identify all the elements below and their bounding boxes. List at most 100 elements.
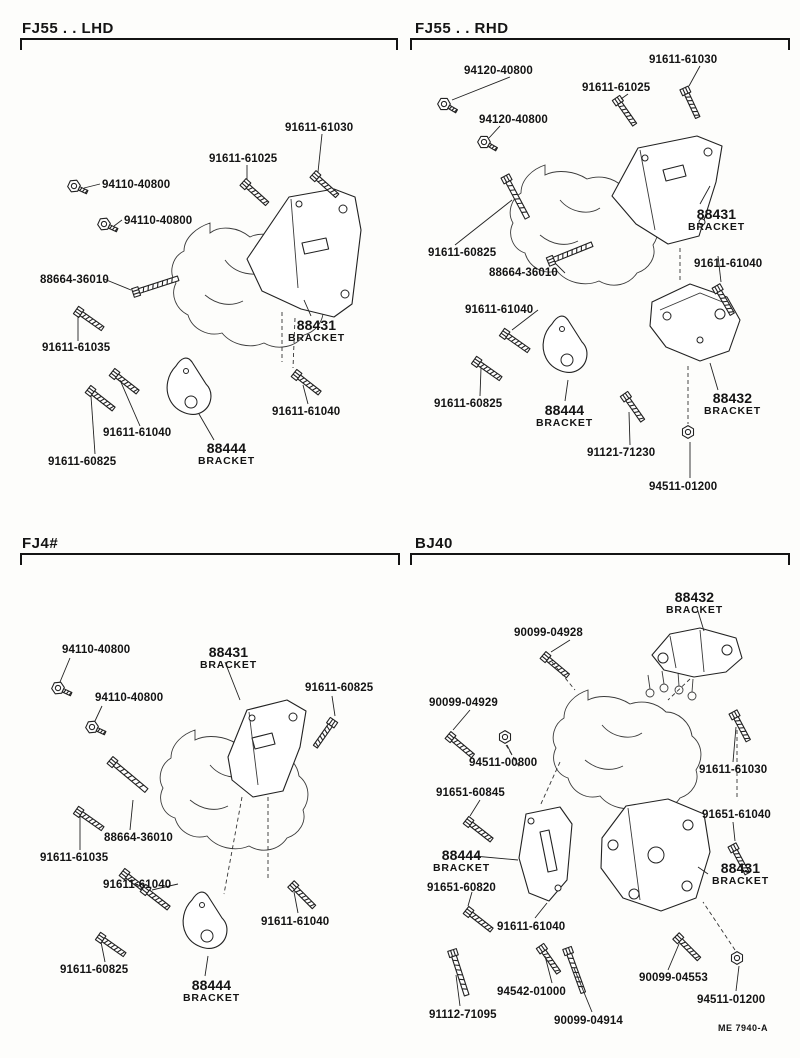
part-number-label: 91611-61030 bbox=[699, 764, 768, 776]
part-number-label: 88444 BRACKET bbox=[433, 848, 490, 874]
section-title-fj4: FJ4# bbox=[22, 535, 59, 552]
part-number-label: 91611-61030 bbox=[649, 54, 718, 66]
bolt-icon bbox=[84, 384, 117, 414]
part-number-label: 88432 BRACKET bbox=[704, 391, 761, 417]
engine-outline bbox=[552, 689, 702, 811]
bj40-drawing bbox=[444, 607, 753, 1013]
leader-lines bbox=[451, 65, 722, 478]
part-number-label: 91611-61040 bbox=[465, 304, 534, 316]
bolt-icon bbox=[290, 368, 323, 398]
section-rule bbox=[410, 38, 790, 52]
bolt-icon bbox=[83, 718, 109, 740]
part-number-label: 91651-60845 bbox=[436, 787, 505, 799]
part-number-label: 91611-60825 bbox=[60, 964, 129, 976]
bolt-icon bbox=[535, 942, 563, 976]
part-number-label: 91611-60825 bbox=[428, 247, 497, 259]
page-code: ME 7940-A bbox=[718, 1023, 769, 1033]
leader-lines bbox=[77, 133, 323, 455]
part-number-label: 91611-60825 bbox=[434, 398, 503, 410]
bracket-88432-shape bbox=[649, 283, 741, 362]
part-number: 88444 bbox=[191, 977, 232, 993]
part-number: 88431 bbox=[696, 206, 737, 222]
bolt-icon bbox=[106, 756, 150, 795]
leader-lines bbox=[452, 607, 740, 1013]
bolt-icon bbox=[131, 273, 181, 298]
bolt-icon bbox=[539, 651, 572, 680]
part-number: 88431 bbox=[208, 644, 249, 660]
part-number: 88431 bbox=[720, 860, 761, 876]
leader-lines bbox=[59, 657, 336, 977]
bolt-icon bbox=[498, 327, 532, 355]
bolt-icon bbox=[287, 880, 318, 911]
fj55-rhd-drawing bbox=[435, 65, 741, 478]
fj4-drawing bbox=[49, 657, 339, 977]
bolt-icon bbox=[444, 731, 477, 760]
bolt-icon bbox=[72, 805, 106, 833]
bolt-icon bbox=[679, 85, 703, 120]
part-caption: BRACKET bbox=[536, 416, 593, 429]
part-number-label: 91611-61040 bbox=[103, 427, 172, 439]
part-number-label: 94511-00800 bbox=[469, 757, 538, 769]
part-number: 88431 bbox=[296, 317, 337, 333]
part-number-label: 94511-01200 bbox=[697, 994, 766, 1006]
valve-gear-detail bbox=[645, 670, 697, 701]
fj55-lhd-drawing bbox=[65, 133, 362, 455]
part-number-label: 88432 BRACKET bbox=[666, 590, 723, 616]
part-number-label: 91611-61040 bbox=[103, 879, 172, 891]
bracket-88444-shape bbox=[166, 357, 212, 415]
part-number-label: 94110-40800 bbox=[95, 692, 164, 704]
part-number-label: 91121-71230 bbox=[587, 447, 656, 459]
section-rule bbox=[410, 553, 790, 567]
part-number: 88444 bbox=[544, 402, 585, 418]
part-number-label: 94110-40800 bbox=[124, 215, 193, 227]
part-number-label: 91112-71095 bbox=[429, 1009, 497, 1021]
bolt-icon bbox=[65, 177, 91, 199]
bolt-icon bbox=[728, 709, 753, 744]
section-rule bbox=[20, 38, 398, 52]
part-number-label: 91651-61040 bbox=[702, 809, 771, 821]
part-number-label: 88431 BRACKET bbox=[288, 318, 345, 344]
part-caption: BRACKET bbox=[688, 220, 745, 233]
part-number-label: 91611-61025 bbox=[582, 82, 651, 94]
bracket-88432-shape bbox=[651, 627, 743, 678]
bolt-icon bbox=[94, 931, 128, 959]
nut-icon bbox=[498, 730, 512, 744]
section-rule bbox=[20, 553, 400, 567]
bolt-icon bbox=[470, 355, 504, 383]
part-number-label: 88431 BRACKET bbox=[712, 861, 769, 887]
part-number-label: 88444 BRACKET bbox=[536, 403, 593, 429]
part-number-label: 91651-60820 bbox=[427, 882, 496, 894]
bolt-icon bbox=[462, 905, 495, 935]
part-number-label: 91611-60825 bbox=[48, 456, 117, 468]
part-number-label: 91611-61025 bbox=[209, 153, 278, 165]
part-number-label: 88444 BRACKET bbox=[183, 978, 240, 1004]
part-number-label: 94511-01200 bbox=[649, 481, 718, 493]
bolt-icon bbox=[475, 133, 501, 156]
part-caption: BRACKET bbox=[198, 454, 255, 467]
bolt-icon bbox=[311, 716, 339, 750]
bolt-icon bbox=[435, 95, 461, 118]
part-number-label: 91611-61040 bbox=[497, 921, 566, 933]
bracket-88431-shape bbox=[227, 699, 307, 798]
part-caption: BRACKET bbox=[288, 331, 345, 344]
part-number-label: 94542-01000 bbox=[497, 986, 566, 998]
part-number-label: 88431 BRACKET bbox=[688, 207, 745, 233]
part-caption: BRACKET bbox=[183, 991, 240, 1004]
part-number-label: 91611-61040 bbox=[261, 916, 330, 928]
part-number-label: 94110-40800 bbox=[62, 644, 131, 656]
nut-icon bbox=[730, 951, 744, 965]
engine-outline bbox=[509, 164, 659, 286]
part-number-label: 88431 BRACKET bbox=[200, 645, 257, 671]
part-number-label: 94110-40800 bbox=[102, 179, 171, 191]
part-number-label: 91611-61035 bbox=[42, 342, 111, 354]
part-number-label: 88664-36010 bbox=[40, 274, 109, 286]
nut-icon bbox=[681, 425, 695, 439]
part-caption: BRACKET bbox=[666, 603, 723, 616]
part-number: 88432 bbox=[712, 390, 753, 406]
bolt-icon bbox=[462, 815, 495, 845]
part-number-label: 90099-04929 bbox=[429, 697, 498, 709]
part-number-label: 91611-61040 bbox=[694, 258, 763, 270]
bolt-icon bbox=[619, 390, 647, 424]
